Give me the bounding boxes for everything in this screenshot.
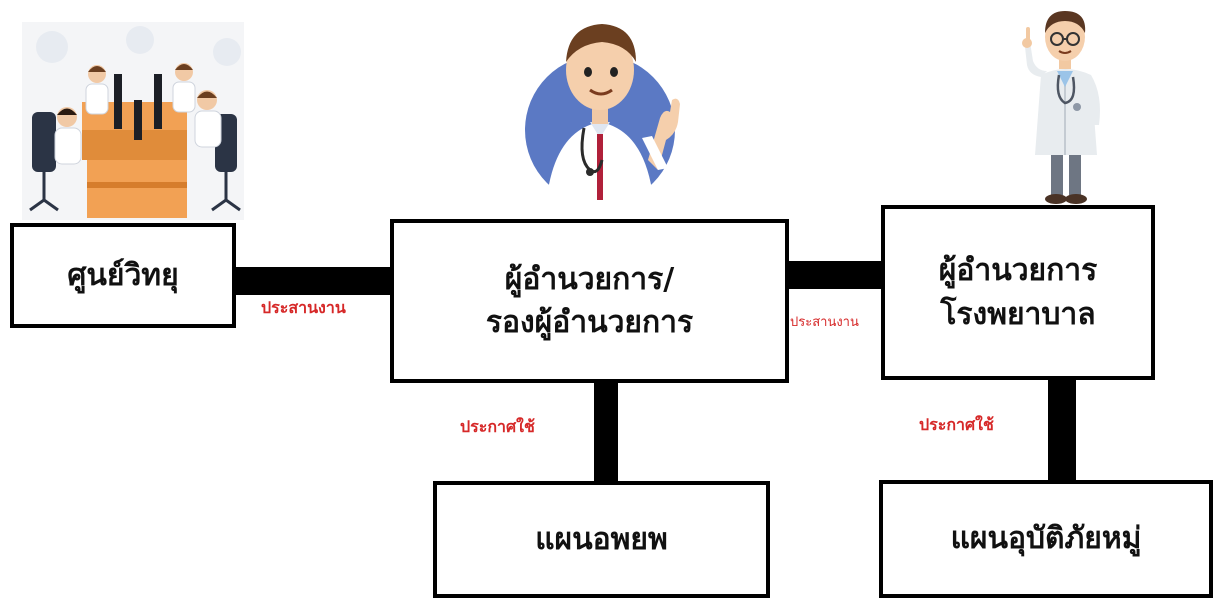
- connector-director-to-hospital-director: [789, 261, 883, 289]
- hospital-director-label-line1: ผู้อำนวยการ: [938, 253, 1098, 288]
- connector-director-to-evacuation: [594, 381, 618, 483]
- evacuation-plan-label: แผนอพยพ: [535, 521, 668, 557]
- connector-hospital-director-to-casualty: [1048, 378, 1076, 482]
- connector-radio-to-director: [236, 267, 390, 295]
- director-box: ผู้อำนวยการ/ รองผู้อำนวยการ: [390, 219, 789, 383]
- director-label-line2: รองผู้อำนวยการ: [485, 305, 694, 340]
- radio-center-label: ศูนย์วิทยุ: [67, 257, 179, 293]
- edge-label-coordinate-right: ประสานงาน: [790, 315, 859, 330]
- hospital-director-label-line2: โรงพยาบาล: [940, 296, 1096, 332]
- hospital-director-box: ผู้อำนวยการ โรงพยาบาล: [881, 205, 1155, 380]
- director-label-line1: ผู้อำนวยการ/: [504, 261, 675, 297]
- edge-label-announce-right: ประกาศใช้: [919, 415, 994, 434]
- radio-center-box: ศูนย์วิทยุ: [10, 223, 236, 328]
- mass-casualty-plan-box: แผนอุบัติภัยหมู่: [879, 480, 1213, 598]
- mass-casualty-plan-label: แผนอุบัติภัยหมู่: [950, 521, 1142, 557]
- call-center-illustration: [22, 22, 244, 220]
- hospital-doctor-illustration: [1015, 5, 1115, 207]
- evacuation-plan-box: แผนอพยพ: [433, 481, 770, 598]
- edge-label-announce-left: ประกาศใช้: [460, 417, 535, 436]
- edge-label-coordinate-left: ประสานงาน: [261, 298, 346, 317]
- director-avatar-illustration: [518, 10, 683, 210]
